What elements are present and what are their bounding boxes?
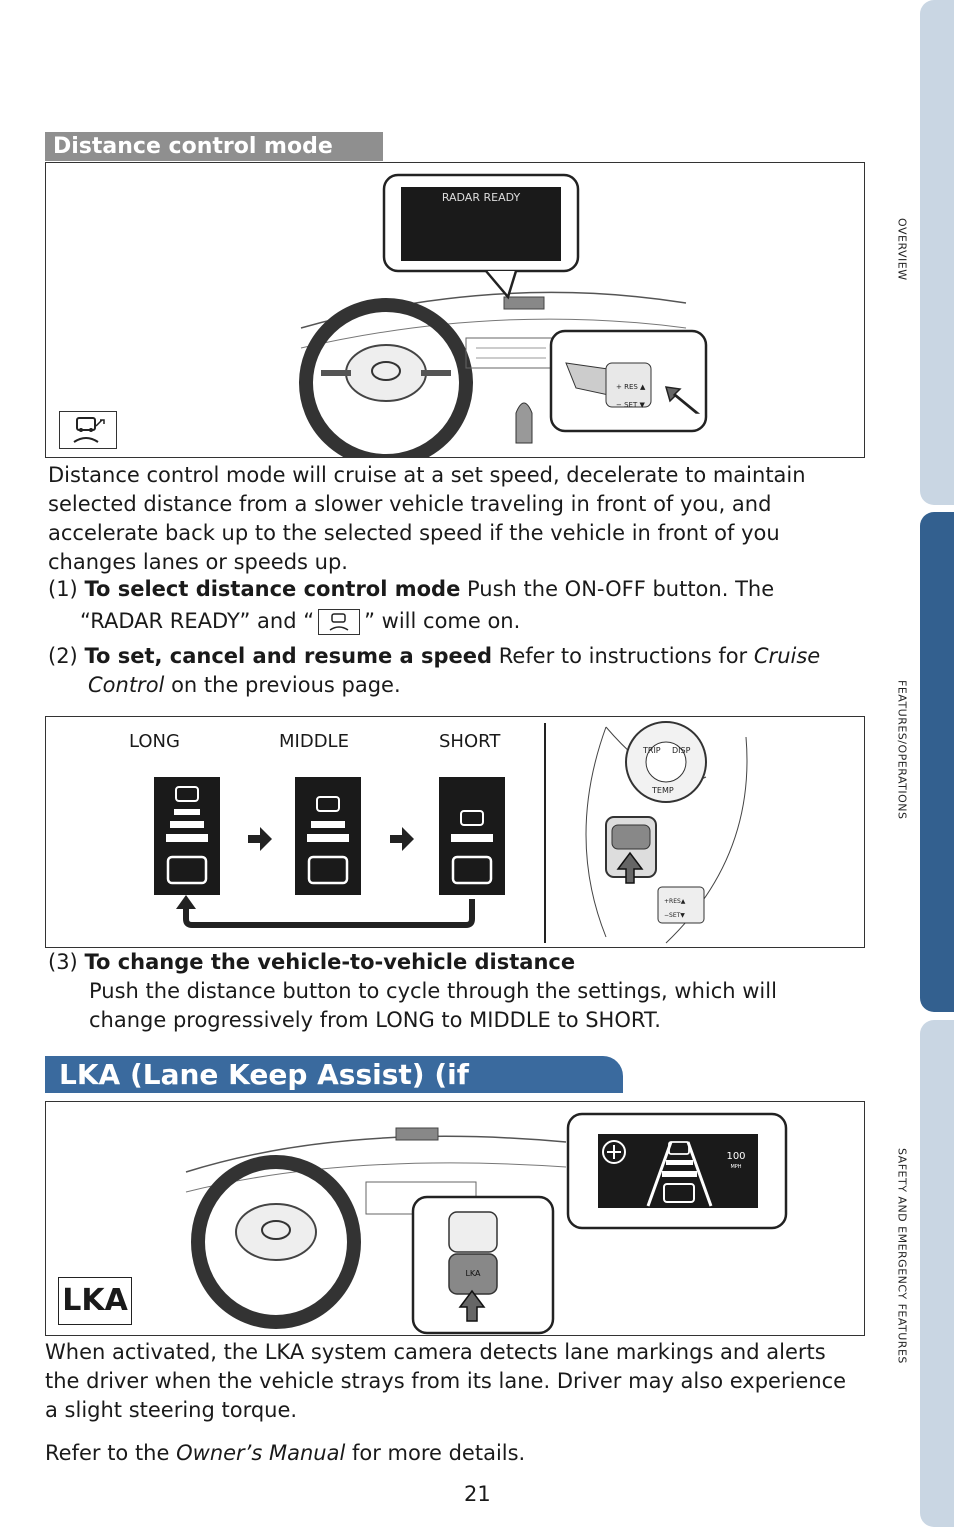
step3-text: Push the distance button to cycle throug… — [89, 979, 777, 1032]
step3: (3) To change the vehicle-to-vehicle dis… — [48, 948, 838, 977]
distance-heading: Distance control mode — [45, 132, 383, 161]
step2-italic-b: Control — [88, 673, 165, 697]
radar-ready-text: RADAR READY — [442, 191, 521, 204]
lka-badge: LKA — [58, 1277, 132, 1325]
distance-label-middle: MIDDLE — [279, 731, 349, 752]
lka-ref-italic: Owner’s Manual — [176, 1441, 346, 1465]
tab-safety-label: SAFETY AND EMERGENCY FEATURES — [895, 1148, 909, 1364]
step2-text-b: on the previous page. — [171, 673, 401, 697]
distance-panel-long — [154, 777, 220, 895]
lka-illustration: 100 MPH LKA — [185, 1112, 788, 1335]
svg-text:+RES▲: +RES▲ — [664, 898, 686, 905]
step2-line2: Control on the previous page. — [88, 671, 848, 700]
step1-title: To select distance control mode — [84, 577, 461, 601]
step3-title: To change the vehicle-to-vehicle distanc… — [84, 950, 576, 974]
distance-paragraph: Distance control mode will cruise at a s… — [48, 463, 806, 574]
radar-cruise-icon — [73, 417, 105, 443]
tab-features-label: FEATURES/OPERATIONS — [895, 680, 909, 820]
step3-num: (3) — [48, 950, 78, 974]
lka-heading: LKA (Lane Keep Assist) (if equipped) — [45, 1056, 623, 1128]
wheel-temp-label: TEMP — [651, 786, 674, 795]
lka-badge-text: LKA — [62, 1283, 128, 1318]
step2-italic-a: Cruise — [753, 644, 821, 668]
arrow-up-icon — [176, 895, 196, 909]
step2: (2) To set, cancel and resume a speed Re… — [48, 642, 838, 671]
radar-cruise-icon-box — [59, 411, 117, 449]
page-number: 21 — [464, 1482, 491, 1506]
distance-figure-settings: LONG MIDDLE SHORT — [45, 716, 865, 948]
distance-label-long: LONG — [129, 731, 180, 752]
radar-cruise-inline-icon — [318, 609, 361, 635]
lka-speed-unit: MPH — [730, 1164, 741, 1170]
svg-text:−SET▼: −SET▼ — [664, 912, 685, 919]
distance-figure-dashboard: RADAR READY + RES ▲ − SET ▼ — [45, 162, 865, 458]
lka-paragraph: When activated, the LKA system camera de… — [45, 1340, 847, 1422]
wheel-disp-label: DISP — [672, 746, 691, 755]
tab-features-bg[interactable] — [920, 512, 954, 1012]
distance-settings-illustration: TRIP DISP TEMP +RES▲ −SET▼ — [154, 721, 748, 944]
lka-reference: Refer to the Owner’s Manual for more det… — [45, 1439, 845, 1468]
distance-panel-middle — [295, 777, 361, 895]
step2-title: To set, cancel and resume a speed — [84, 644, 493, 668]
lka-figure: 100 MPH LKA LKA — [45, 1101, 865, 1336]
tab-safety-bg[interactable] — [920, 1020, 954, 1527]
distance-label-short: SHORT — [439, 731, 501, 752]
step1: (1) To select distance control mode Push… — [48, 575, 848, 604]
lka-speed-value: 100 — [726, 1151, 745, 1162]
lka-ref-b: for more details. — [351, 1441, 526, 1465]
distance-panel-short — [439, 777, 505, 895]
stalk-res-label: + RES ▲ — [616, 383, 646, 391]
step2-num: (2) — [48, 644, 78, 668]
step1-num: (1) — [48, 577, 78, 601]
stalk-set-label: − SET ▼ — [616, 401, 645, 409]
lka-ref-a: Refer to the — [45, 1441, 170, 1465]
dashboard-illustration: RADAR READY + RES ▲ − SET ▼ — [299, 173, 708, 457]
step1-line2: “RADAR READY” and “ ” will come on. — [80, 607, 840, 636]
tab-overview-bg[interactable] — [920, 0, 954, 505]
step1-text-a: Push the ON-OFF button. The — [467, 577, 775, 601]
step2-text-a: Refer to instructions for — [498, 644, 748, 668]
step1-text-c: ” will come on. — [364, 609, 521, 633]
arrow-right-icon — [248, 827, 272, 851]
lka-button-label: LKA — [465, 1269, 481, 1278]
wheel-trip-label: TRIP — [642, 746, 661, 755]
distance-heading-text: Distance control mode — [53, 134, 333, 159]
step1-text-b: “RADAR READY” and “ — [80, 609, 315, 633]
tab-overview-label: OVERVIEW — [895, 218, 909, 281]
arrow-right-icon — [390, 827, 414, 851]
